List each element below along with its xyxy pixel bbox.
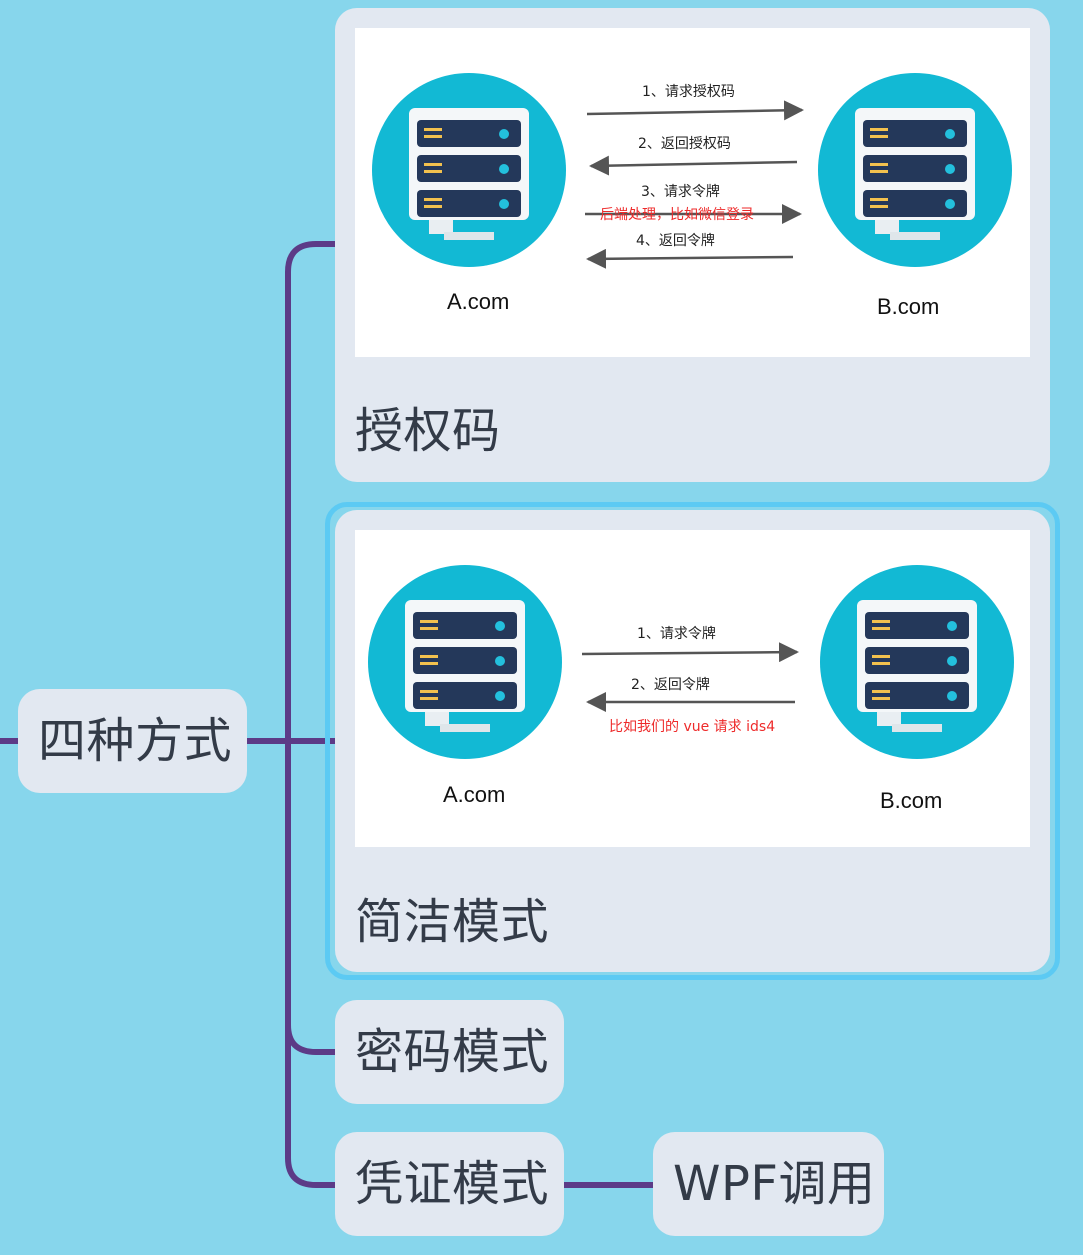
arrow-request-token — [581, 642, 799, 663]
server-caption: B.com — [880, 788, 942, 813]
root-node[interactable]: 四种方式 — [18, 689, 247, 793]
auth-code-node[interactable]: A.com B.com 1、请求授权码 2、返回授权码 3、请求令牌 后端处理，… — [335, 8, 1050, 482]
implicit-note: 比如我们的 vue 请求 ids4 — [609, 719, 775, 735]
arrow-return-token — [586, 248, 794, 269]
auth-server-icon — [818, 73, 1012, 267]
root-node-label: 四种方式 — [38, 713, 233, 769]
connector-trunk-vertical — [285, 241, 338, 1188]
client-caption: A.com — [447, 289, 509, 314]
wpf-call-node[interactable]: WPF调用 — [653, 1132, 884, 1236]
step-label-3: 3、请求令牌 — [641, 183, 720, 200]
password-label: 密码模式 — [355, 1024, 550, 1080]
auth-server-icon — [820, 565, 1014, 759]
arrow-return-code — [589, 155, 798, 176]
client-server-icon — [372, 73, 566, 267]
server-caption: B.com — [877, 294, 939, 319]
implicit-node[interactable]: A.com B.com 1、请求令牌 2、返回令牌 比如我们的 vue 请求 i… — [335, 510, 1050, 972]
auth-code-label: 授权码 — [355, 403, 501, 459]
step-label-2: 2、返回授权码 — [638, 136, 731, 152]
step-label-2: 2、返回令牌 — [631, 676, 710, 693]
auth-code-flow-diagram: A.com B.com 1、请求授权码 2、返回授权码 3、请求令牌 后端处理，… — [355, 28, 1030, 357]
client-credentials-label: 凭证模式 — [355, 1156, 550, 1212]
password-node[interactable]: 密码模式 — [335, 1000, 564, 1104]
client-server-icon — [368, 565, 562, 759]
wpf-call-label: WPF调用 — [673, 1156, 876, 1212]
implicit-label: 简洁模式 — [355, 894, 550, 950]
connector-to-password — [285, 1022, 338, 1055]
selection-highlight — [325, 502, 1060, 980]
arrow-request-code — [586, 100, 804, 121]
step-label-1: 1、请求授权码 — [642, 84, 735, 100]
client-caption: A.com — [443, 782, 505, 807]
client-credentials-node[interactable]: 凭证模式 — [335, 1132, 564, 1236]
auth-code-note: 后端处理，比如微信登录 — [600, 207, 754, 223]
implicit-flow-diagram: A.com B.com 1、请求令牌 2、返回令牌 比如我们的 vue 请求 i… — [355, 530, 1030, 847]
step-label-4: 4、返回令牌 — [636, 232, 715, 249]
step-label-1: 1、请求令牌 — [637, 625, 716, 642]
